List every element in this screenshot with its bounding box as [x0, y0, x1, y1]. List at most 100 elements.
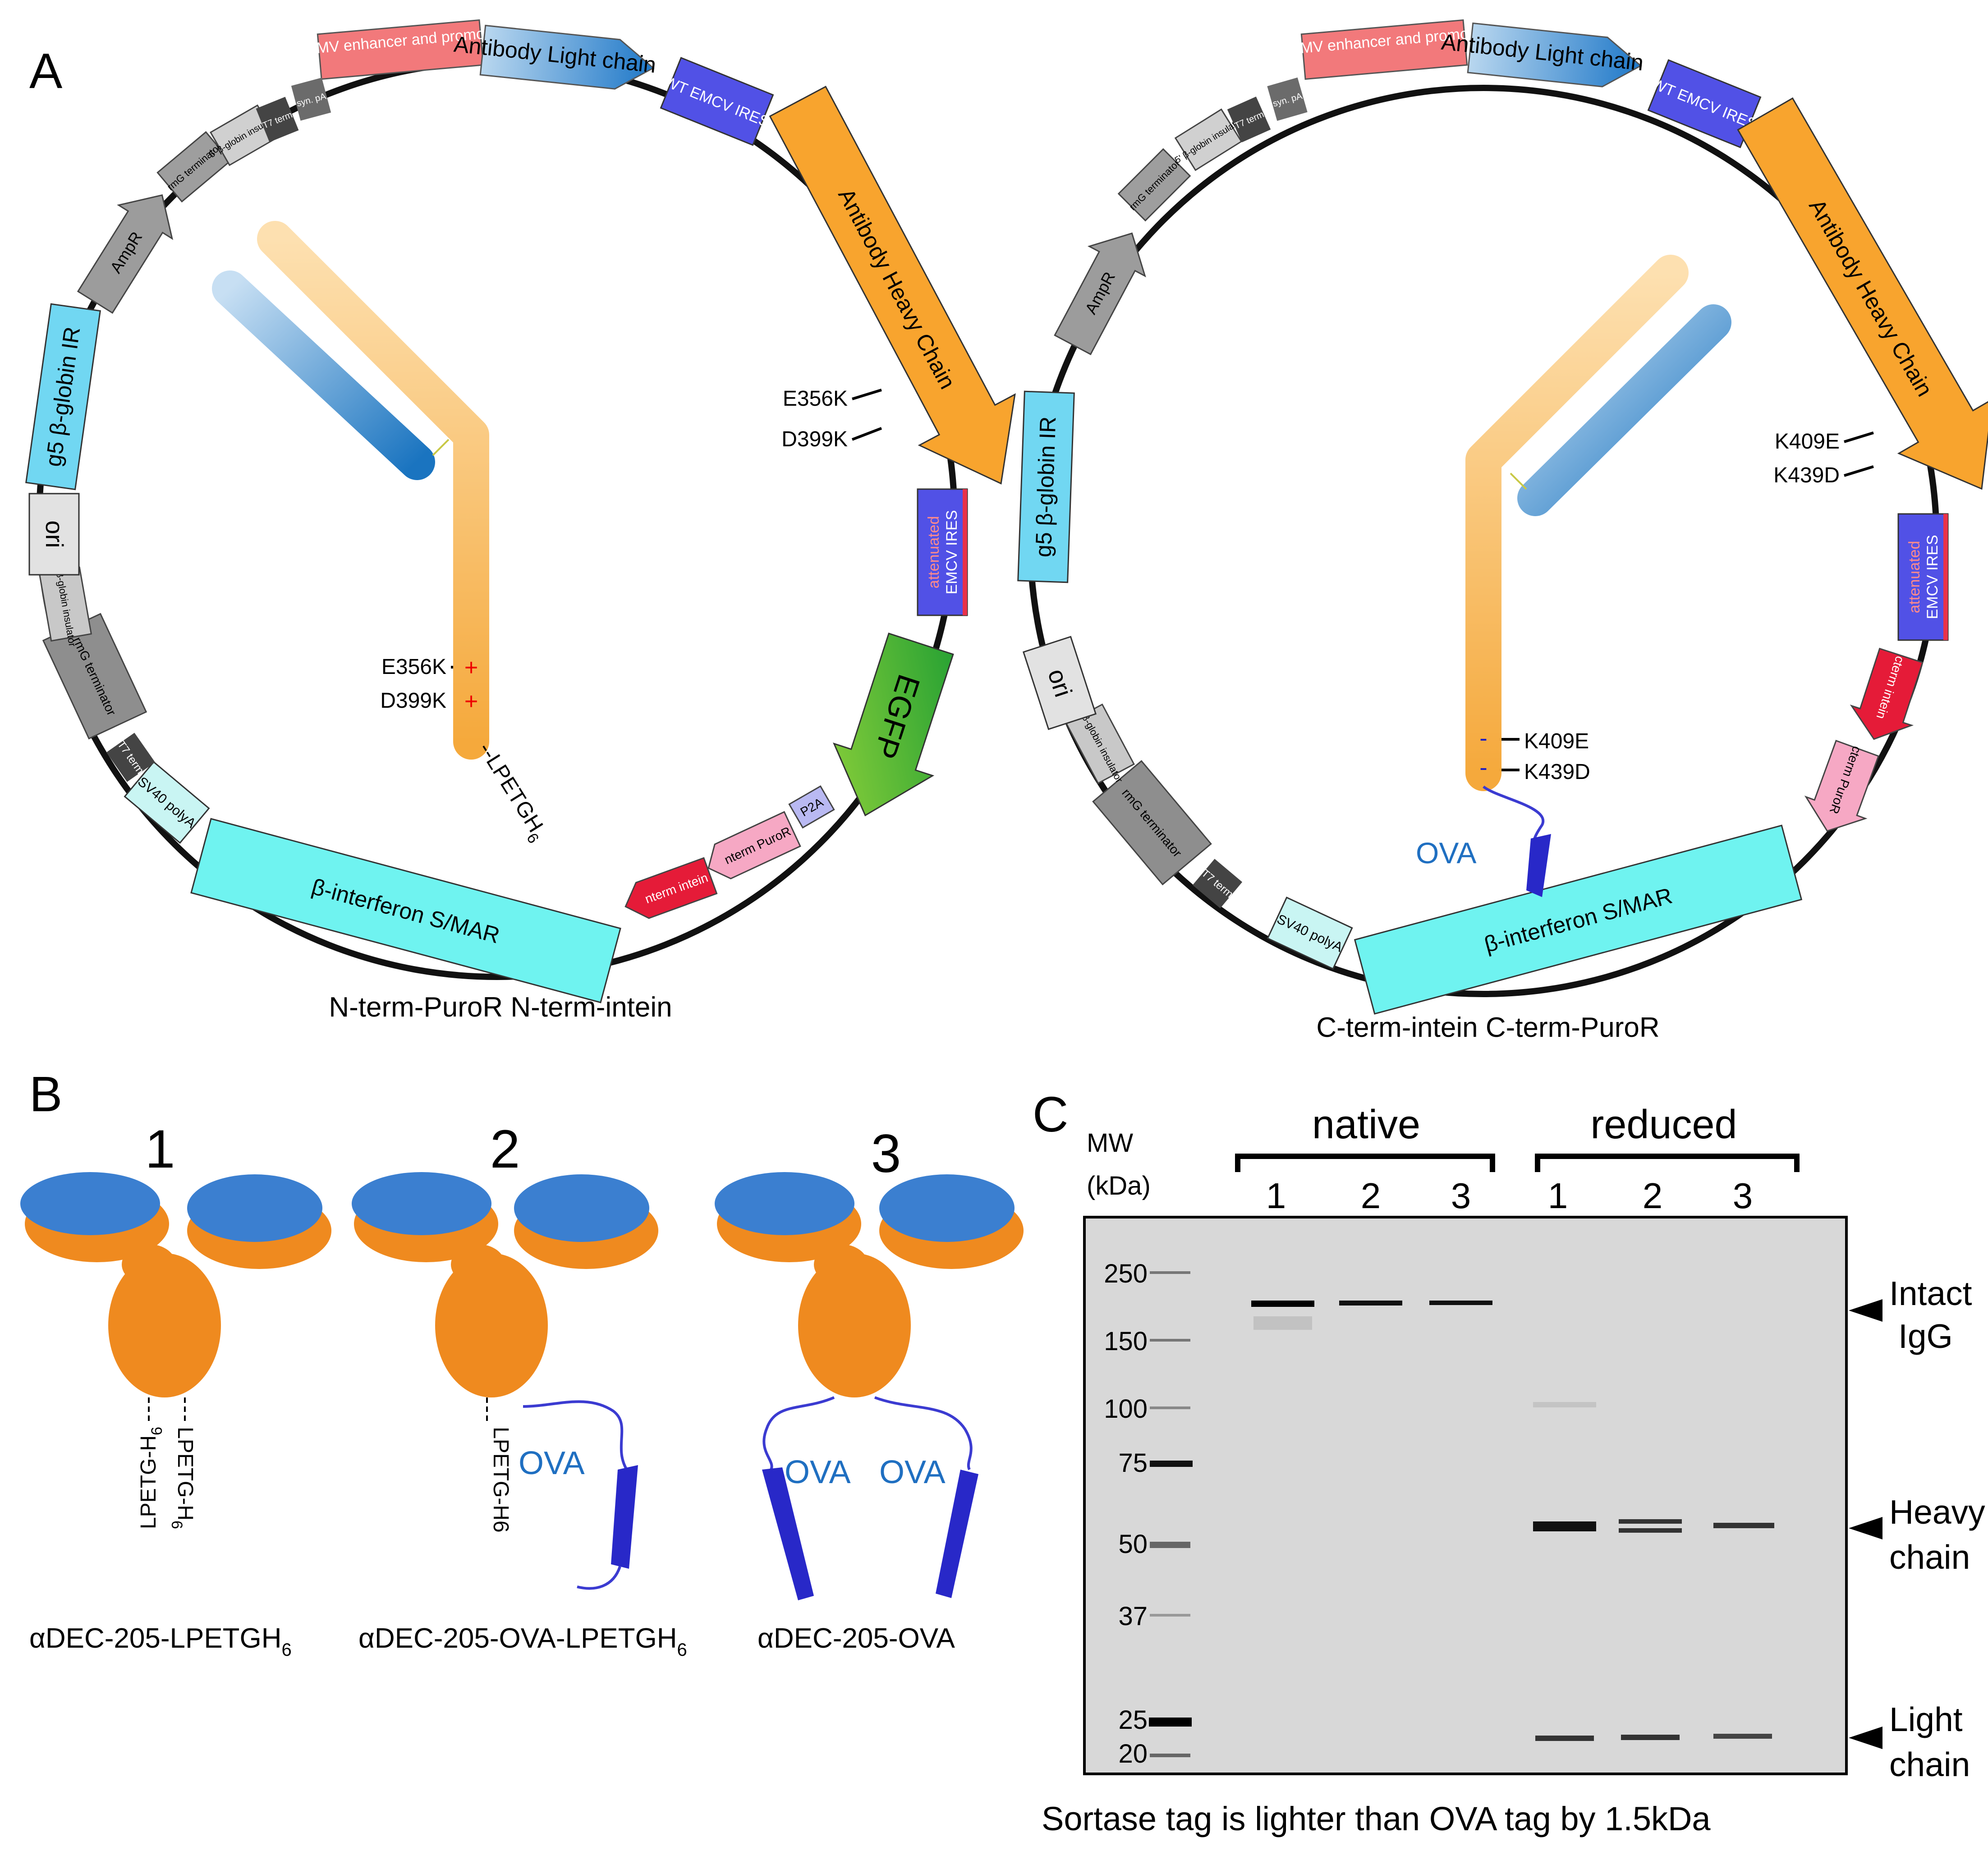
- ori-label: ori: [41, 520, 69, 548]
- attenuated-label: attenuated: [925, 516, 942, 589]
- intein-segment: nterm intein: [624, 857, 718, 919]
- rmg-terminator-lower-2: rmG terminator: [1092, 760, 1212, 886]
- antibody-2-tag: LPETG-H6: [489, 1427, 513, 1533]
- heavy-chain-segment-2: Antibody Heavy Chain: [1737, 97, 1988, 490]
- lane-label: 1: [1266, 1176, 1286, 1216]
- p2a-segment: P2A: [788, 785, 835, 829]
- t7-term-top-segment-2: T7 term: [1227, 96, 1271, 142]
- ori-segment: ori: [28, 493, 80, 576]
- lpetg-tag-1: --LPETGH6: [469, 738, 552, 847]
- lane-label: 2: [1643, 1176, 1663, 1216]
- ova-label-b2: OVA: [519, 1445, 585, 1481]
- t7-term-top-segment: T7 term: [256, 96, 299, 142]
- antibody-number-2: 2: [490, 1119, 520, 1179]
- mw-marker-labels: 250 150 100 75 50 37 25 20: [1104, 1259, 1148, 1768]
- plasmid-map-2: hCMV enhancer and promoter Antibody Ligh…: [1017, 19, 1988, 1043]
- band-annotations: Intact IgG Heavy chain Light chain: [1849, 1274, 1985, 1783]
- t7-term-segment-2: T7 term: [1192, 859, 1243, 908]
- puror-segment-2: cterm PuroR: [1804, 740, 1879, 832]
- panel-a-label: A: [29, 43, 63, 99]
- band-label-igg: IgG: [1898, 1317, 1953, 1355]
- mw-title: MW: [1087, 1128, 1133, 1158]
- charge-mark-2-p2: -: [1479, 755, 1487, 781]
- svg-text:LPETG-H6: LPETG-H6: [168, 1427, 197, 1529]
- light-chain-segment-2: Antibody Light chain: [1440, 22, 1645, 87]
- antibody-structure-3: 3 OVA OVA: [715, 1123, 1024, 1600]
- plasmid-2-caption: C-term-intein C-term-PuroR: [1316, 1012, 1659, 1043]
- lane-labels: 1 2 3 1 2 3: [1266, 1176, 1753, 1216]
- lane-label: 2: [1361, 1176, 1381, 1216]
- heavy-chain-label: Antibody Heavy Chain: [833, 184, 960, 393]
- antibody-cartoon-1: [212, 221, 489, 760]
- gel-caption: Sortase tag is lighter than OVA tag by 1…: [1042, 1800, 1711, 1837]
- group-reduced: reduced: [1590, 1102, 1737, 1147]
- mutation-inner-1: E356K: [381, 655, 446, 679]
- emcv-ires-label-2: EMCV IRES: [1924, 535, 1941, 619]
- g5-ir-segment: g5 β-globin IR: [25, 303, 101, 490]
- band-label-intact: Intact: [1889, 1274, 1972, 1312]
- rmg-terminator-lower: rmG terminator: [42, 613, 147, 740]
- antibody-cartoon-2: [1465, 255, 1731, 897]
- antibody-number-1: 1: [145, 1119, 175, 1179]
- panel-b-label: B: [29, 1067, 62, 1122]
- charge-mark-2: +: [464, 688, 478, 715]
- mutation-outer-2: D399K: [781, 427, 848, 451]
- mutation-inner-2-p2: K439D: [1524, 760, 1590, 784]
- antibody-caption-1: αDEC-205-LPETGH6: [29, 1623, 292, 1660]
- band-label-light-chain: chain: [1889, 1745, 1970, 1783]
- syn-pa-segment: syn. pA: [291, 78, 331, 121]
- lane-label: 3: [1733, 1176, 1753, 1216]
- g5-ir-segment-2: g5 β-globin IR: [1017, 390, 1075, 583]
- mw-marker: 25: [1118, 1705, 1148, 1735]
- mw-marker: 20: [1118, 1739, 1148, 1768]
- mw-marker: 50: [1118, 1530, 1148, 1559]
- intein-segment-2: cterm intein: [1850, 647, 1924, 740]
- attenuated-label-2: attenuated: [1906, 541, 1923, 614]
- attenuated-ires-segment: attenuated EMCV IRES: [917, 488, 968, 616]
- emcv-ires-label: EMCV IRES: [943, 510, 960, 594]
- mutation-outer-1: E356K: [783, 387, 848, 411]
- ampr-segment-2: AmpR: [1054, 232, 1146, 355]
- wt-ires-segment: WT EMCV IRES: [660, 57, 774, 146]
- antibody-structure-2: 2 LPETG-H6 OVA: [352, 1119, 658, 1590]
- charge-mark-1: +: [464, 655, 478, 681]
- ova-label-b3-right: OVA: [879, 1454, 946, 1490]
- band-label-light: Light: [1889, 1700, 1963, 1738]
- mw-marker: 75: [1118, 1448, 1148, 1478]
- antibody-structure-1: 1 LPETG-H6 LPETG-H6: [20, 1119, 331, 1529]
- antibody-number-3: 3: [871, 1123, 901, 1184]
- plasmid-map-1: hCMV enhancer and promoter Antibody Ligh…: [25, 19, 1016, 1023]
- plasmid-1-caption: N-term-PuroR N-term-intein: [329, 992, 672, 1023]
- ova-label-p2: OVA: [1416, 836, 1476, 870]
- heavy-chain-label-2: Antibody Heavy Chain: [1804, 195, 1937, 400]
- ori-segment-2: ori: [1022, 636, 1097, 730]
- attenuated-ires-segment-2: attenuated EMCV IRES: [1897, 513, 1949, 641]
- sv40-segment-2: SV40 polyA: [1267, 896, 1353, 970]
- mutation-inner-1-p2: K409E: [1524, 729, 1589, 753]
- mw-unit: (kDa): [1087, 1171, 1151, 1200]
- mutation-inner-2: D399K: [380, 689, 446, 713]
- mw-marker: 37: [1118, 1602, 1148, 1631]
- lane-label: 3: [1451, 1176, 1471, 1216]
- smar-segment: β-interferon S/MAR: [190, 818, 621, 1003]
- egfp-segment: EGFP: [833, 632, 954, 816]
- antibody-caption-2: αDEC-205-OVA-LPETGH6: [358, 1623, 687, 1660]
- mw-marker: 150: [1104, 1327, 1148, 1356]
- band-label-heavy-chain: chain: [1889, 1538, 1970, 1576]
- gel-image: [1083, 1216, 1848, 1775]
- t7-term-segment: T7 term: [106, 733, 156, 782]
- mutation-outer-2-p2: K439D: [1773, 463, 1840, 487]
- g5-label-2: g5 β-globin IR: [1031, 416, 1061, 558]
- ova-label-b3-left: OVA: [785, 1454, 851, 1490]
- mw-marker: 100: [1104, 1394, 1148, 1424]
- svg-text:LPETG-H6: LPETG-H6: [137, 1427, 165, 1529]
- group-native: native: [1312, 1102, 1420, 1147]
- panel-c-label: C: [1033, 1087, 1068, 1142]
- lane-label: 1: [1548, 1176, 1568, 1216]
- mw-marker: 250: [1104, 1259, 1148, 1288]
- antibody-caption-3: αDEC-205-OVA: [758, 1623, 955, 1654]
- ampr-segment: AmpR: [77, 194, 174, 314]
- svg-text:--LPETGH6: --LPETGH6: [469, 738, 552, 847]
- band-label-heavy: Heavy: [1889, 1493, 1985, 1531]
